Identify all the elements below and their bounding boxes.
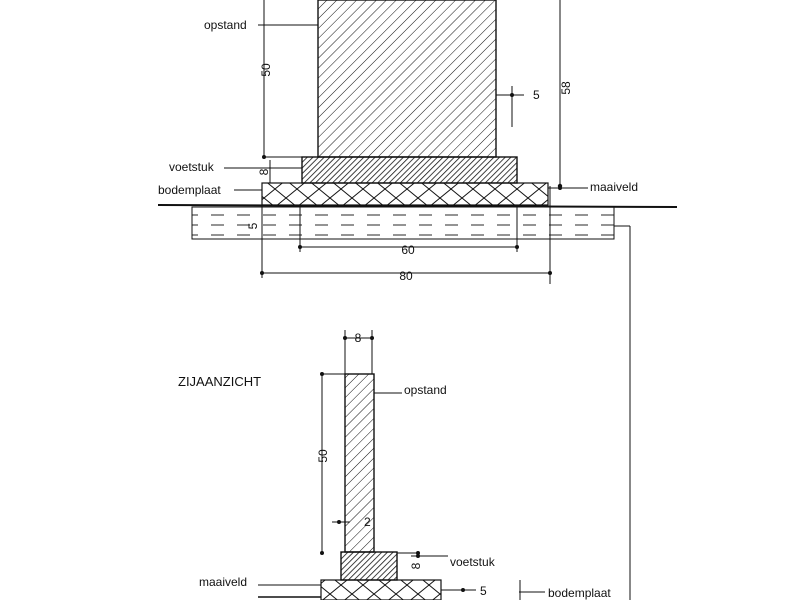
dim-5-dot [510,93,514,97]
dim-50-label: 50 [259,63,273,77]
side-pedestal-voetstuk [340,551,398,581]
side-dim-8b-label: 8 [409,562,423,569]
dim-5-label: 5 [533,88,540,102]
side-label-maaiveld: maaiveld [199,575,247,589]
side-dim-2-dot [337,520,341,524]
dim-60-dot-right [515,245,519,249]
front-pedestal-voetstuk [301,156,518,184]
side-view: ZIJAANZICHT 8 50 2 8 5 o [178,330,611,600]
side-dim-5-dot [461,588,465,592]
side-dim-8-label: 8 [355,331,362,345]
dim-5-slab-label: 5 [246,222,260,229]
dim-60-dot-left [298,245,302,249]
side-label-opstand: opstand [404,383,447,397]
side-view-title: ZIJAANZICHT [178,374,261,389]
side-label-voetstuk: voetstuk [450,555,496,569]
side-dim-8-dot-left [343,336,347,340]
side-dim-5-label: 5 [480,584,487,598]
dim-58-label: 58 [559,81,573,95]
side-dim-50-dot-bottom [320,551,324,555]
dim-60-label: 60 [401,243,415,257]
side-dim-50-label: 50 [316,449,330,463]
dim-80-dot-right [548,271,552,275]
label-voetstuk: voetstuk [169,160,215,174]
side-dim-8-dot-right [370,336,374,340]
front-view: 50 8 5 58 5 60 80 opstand voetstuk [157,0,678,600]
side-slab-bodemplaat [320,579,442,600]
front-slab-bodemplaat [261,182,549,206]
dim-8-label: 8 [257,168,271,175]
maaiveld-dot [558,186,562,190]
side-dim-8b-dot [416,551,420,555]
side-voetstuk-dot [416,554,420,558]
label-opstand: opstand [204,18,247,32]
dim-80-dot-left [260,271,264,275]
front-wall-opstand [317,0,497,158]
label-bodemplaat: bodemplaat [158,183,221,197]
label-maaiveld: maaiveld [590,180,638,194]
side-label-bodemplaat: bodemplaat [548,586,611,600]
side-dim-2-label: 2 [364,515,371,529]
dim-80-label: 80 [399,269,413,283]
